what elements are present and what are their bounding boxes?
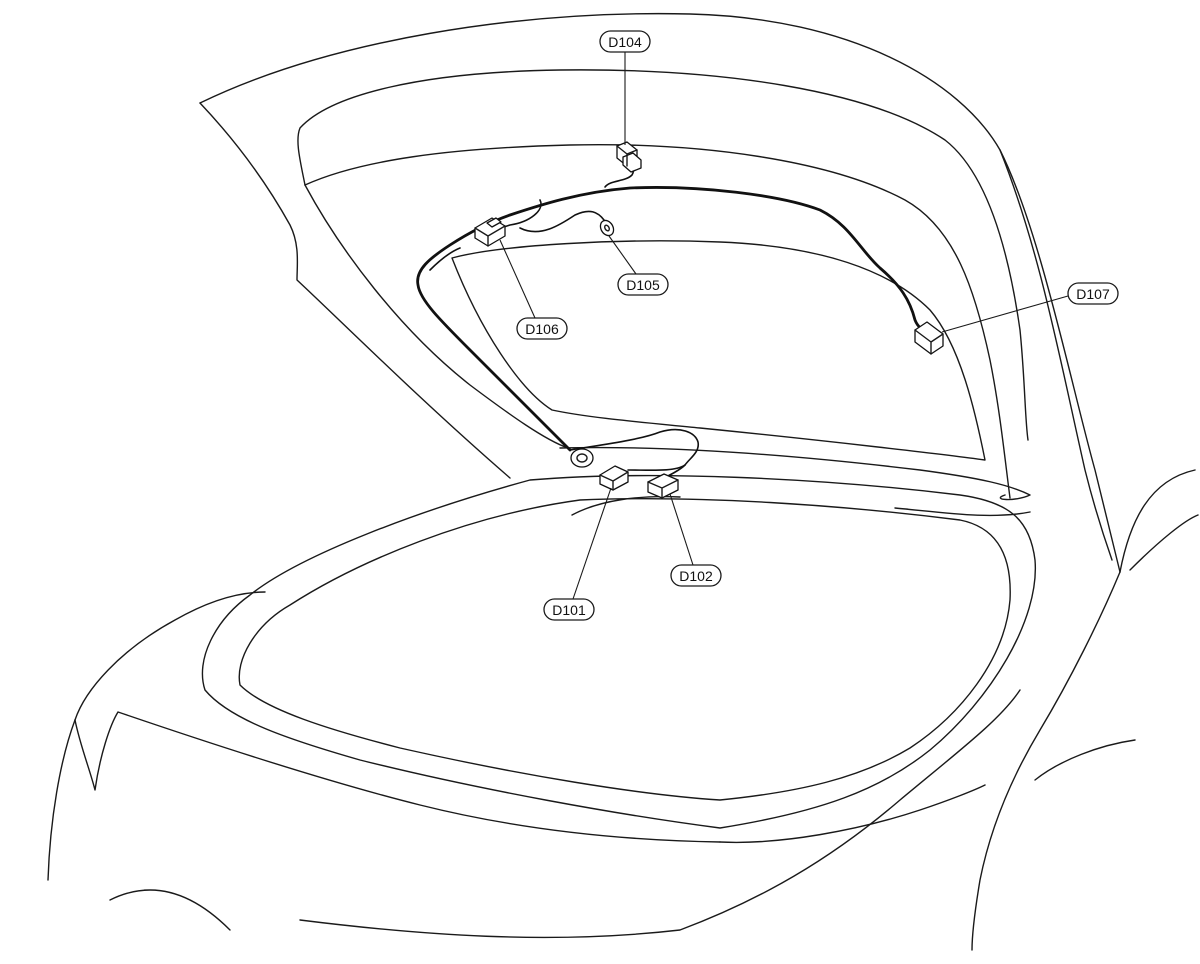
leader-lines — [499, 52, 1069, 600]
leader-d106 — [499, 239, 536, 319]
right-quarter — [971, 571, 1121, 951]
lid-inner-recess — [297, 69, 1029, 441]
callout-d107: D107 — [1067, 282, 1119, 305]
trunk-floor-crease — [571, 495, 681, 516]
callout-d102: D102 — [670, 564, 722, 587]
leader-d107 — [941, 295, 1069, 333]
callout-d101: D101 — [543, 598, 595, 621]
left-fender — [74, 591, 266, 721]
connector-d106-icon — [474, 217, 506, 247]
harness-branch-d105 — [519, 210, 605, 233]
connector-d104-icon — [616, 141, 642, 173]
callout-d104-label: D104 — [608, 34, 642, 50]
vehicle-body-outline — [47, 12, 1199, 951]
callout-d102-label: D102 — [679, 568, 713, 584]
left-lower-body — [109, 889, 231, 931]
callout-d105: D105 — [617, 273, 669, 296]
trunk-lid-left-edge — [199, 102, 511, 479]
lid-inner-left-crease — [304, 184, 569, 449]
connector-d105-icon — [599, 219, 615, 237]
lid-lower-edge-inner — [894, 507, 1031, 517]
harness-grommet-inner — [576, 453, 588, 463]
left-quarter — [47, 719, 76, 881]
wiring-harness — [416, 161, 932, 481]
lid-lower-edge — [559, 446, 1031, 501]
trunk-opening-outer — [201, 474, 1037, 829]
leader-d105 — [608, 235, 637, 275]
trunk-opening-inner — [238, 498, 1011, 801]
callout-d107-label: D107 — [1076, 286, 1110, 302]
lid-inner-panel — [451, 240, 986, 461]
callout-d101-label: D101 — [552, 602, 586, 618]
harness-grommet-loop — [569, 428, 700, 472]
right-fender — [1119, 469, 1196, 573]
lid-inner-upper-crease — [304, 144, 1011, 499]
lid-right-flange — [999, 149, 1113, 561]
trunk-lid-outer-edge — [199, 12, 1121, 573]
leader-d101 — [572, 487, 612, 600]
harness-grommet — [570, 448, 594, 468]
callout-d106: D106 — [516, 317, 568, 340]
callout-d104: D104 — [599, 30, 651, 53]
connector-d101-icon — [599, 465, 629, 491]
callout-d105-label: D105 — [626, 277, 660, 293]
connector-d107-icon — [914, 321, 944, 355]
harness-main-trunk — [416, 186, 932, 452]
connectors — [474, 141, 944, 499]
callout-d106-label: D106 — [525, 321, 559, 337]
lower-right-panel — [719, 784, 986, 844]
connector-d102-icon — [647, 473, 679, 499]
right-fender-lower — [1129, 514, 1199, 571]
rear-bumper-line — [299, 689, 1021, 939]
left-fender-lower — [74, 711, 721, 843]
harness-side-return — [429, 247, 461, 271]
leader-d102 — [669, 493, 694, 566]
right-taillight-line — [1034, 739, 1136, 781]
